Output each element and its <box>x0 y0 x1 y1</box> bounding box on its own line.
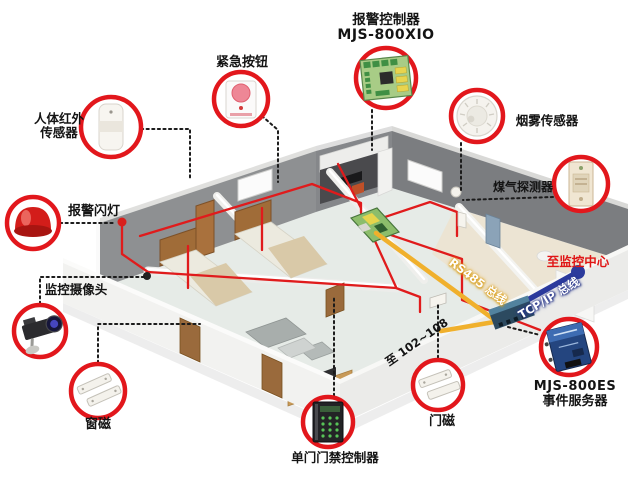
house-illustration <box>63 126 628 436</box>
gas-mount <box>457 211 467 229</box>
event-server-label: MJS-800ES 事件服务器 <box>533 379 617 410</box>
monitoring-center-dot-icon <box>571 265 585 279</box>
door-access-callout <box>300 394 356 450</box>
serial-converter-icon <box>488 295 535 330</box>
alarm-controller-label: 报警控制器 MJS-800XIO <box>337 12 435 44</box>
rs485-bus-line <box>373 230 497 334</box>
alarm-strobe-callout <box>4 194 62 252</box>
to-monitoring-center-label: 至监控中心 <box>546 254 610 269</box>
cctv-camera-icon <box>21 315 63 355</box>
bed-1 <box>159 227 253 307</box>
window-magnet-callout <box>68 361 128 421</box>
door-magnet-label: 门磁 <box>428 414 455 429</box>
alarm-strobe-label: 报警闪灯 <box>67 204 120 219</box>
smoke-sensor-icon <box>456 95 498 137</box>
window-magnet-icon <box>76 373 122 407</box>
camera-mount-dot <box>143 272 151 280</box>
dotted-connectors <box>39 109 554 397</box>
pir-sensor-icon <box>98 103 124 151</box>
smoke-sensor-label: 烟雾传感器 <box>515 113 579 128</box>
event-server-icon <box>544 322 592 372</box>
pir-sensor-label: 人体红外 传感器 <box>33 111 84 140</box>
cctv-camera-label: 监控摄像头 <box>44 282 108 297</box>
door-access-keypad-icon <box>312 401 344 443</box>
cctv-camera-callout <box>11 302 69 360</box>
event-server-callout <box>538 316 600 378</box>
gas-detector-callout <box>551 154 611 214</box>
door-magnet-icon <box>418 369 461 400</box>
emergency-button-label: 紧急按钮 <box>215 55 268 70</box>
emergency-button-callout <box>211 69 271 129</box>
smoke-mount <box>450 186 462 198</box>
door-magnet-mount <box>429 292 447 309</box>
door-magnet-callout <box>410 357 466 413</box>
alarm-controller-callout <box>353 45 419 111</box>
emergency-button-icon <box>225 80 257 119</box>
window-magnet-label: 窗磁 <box>84 417 111 432</box>
smoke-sensor-callout <box>448 87 506 145</box>
gas-detector-icon <box>568 161 594 207</box>
pir-sensor-callout <box>78 94 144 160</box>
controller-board-in-house <box>349 207 401 243</box>
strobe-mount-dot <box>117 217 127 227</box>
alarm-controller-board-icon <box>359 54 413 102</box>
alarm-strobe-icon <box>14 207 52 237</box>
gas-detector-label: 煤气探测器 <box>492 180 553 194</box>
door-access-label: 单门门禁控制器 <box>291 450 379 465</box>
